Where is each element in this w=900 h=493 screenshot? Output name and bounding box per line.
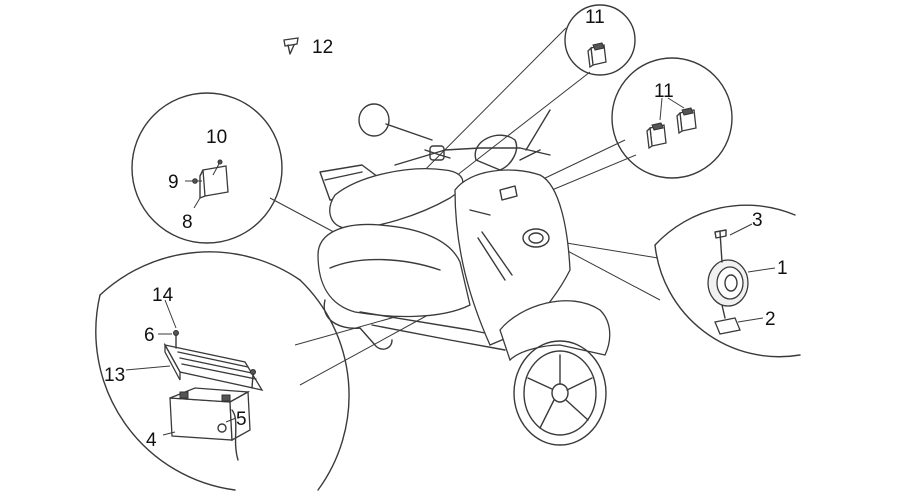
detail-circle-battery: [95, 251, 350, 491]
callout-1: 1: [777, 258, 788, 279]
callout-4: 4: [146, 430, 157, 451]
detail-circle-relay-left: [131, 92, 283, 244]
callout-10: 10: [206, 127, 227, 148]
callout-11-right: 11: [654, 81, 674, 102]
callout-5: 5: [236, 409, 247, 430]
callout-9: 9: [168, 172, 179, 193]
callout-12: 12: [312, 37, 333, 58]
battery-holder-part: [125, 330, 264, 391]
relay-top-part: [587, 42, 607, 69]
leader-14: [164, 299, 177, 329]
clip-part: [283, 37, 299, 55]
callout-13: 13: [104, 365, 125, 386]
scooter-drawing: [317, 103, 611, 446]
callout-8: 8: [182, 212, 193, 233]
callout-6: 6: [144, 325, 155, 346]
relay-bracket-part: [185, 159, 229, 209]
callout-11-top: 11: [585, 7, 605, 28]
callout-3: 3: [752, 210, 763, 231]
battery-part: [162, 387, 251, 461]
detail-circle-relays-right: [611, 57, 733, 179]
horn-part: [707, 223, 776, 335]
callout-2: 2: [765, 309, 776, 330]
detail-circle-horn: [654, 204, 801, 358]
relays-right-part: [646, 97, 697, 150]
detail-circle-relay-top: [564, 4, 636, 76]
callout-14: 14: [152, 285, 174, 306]
